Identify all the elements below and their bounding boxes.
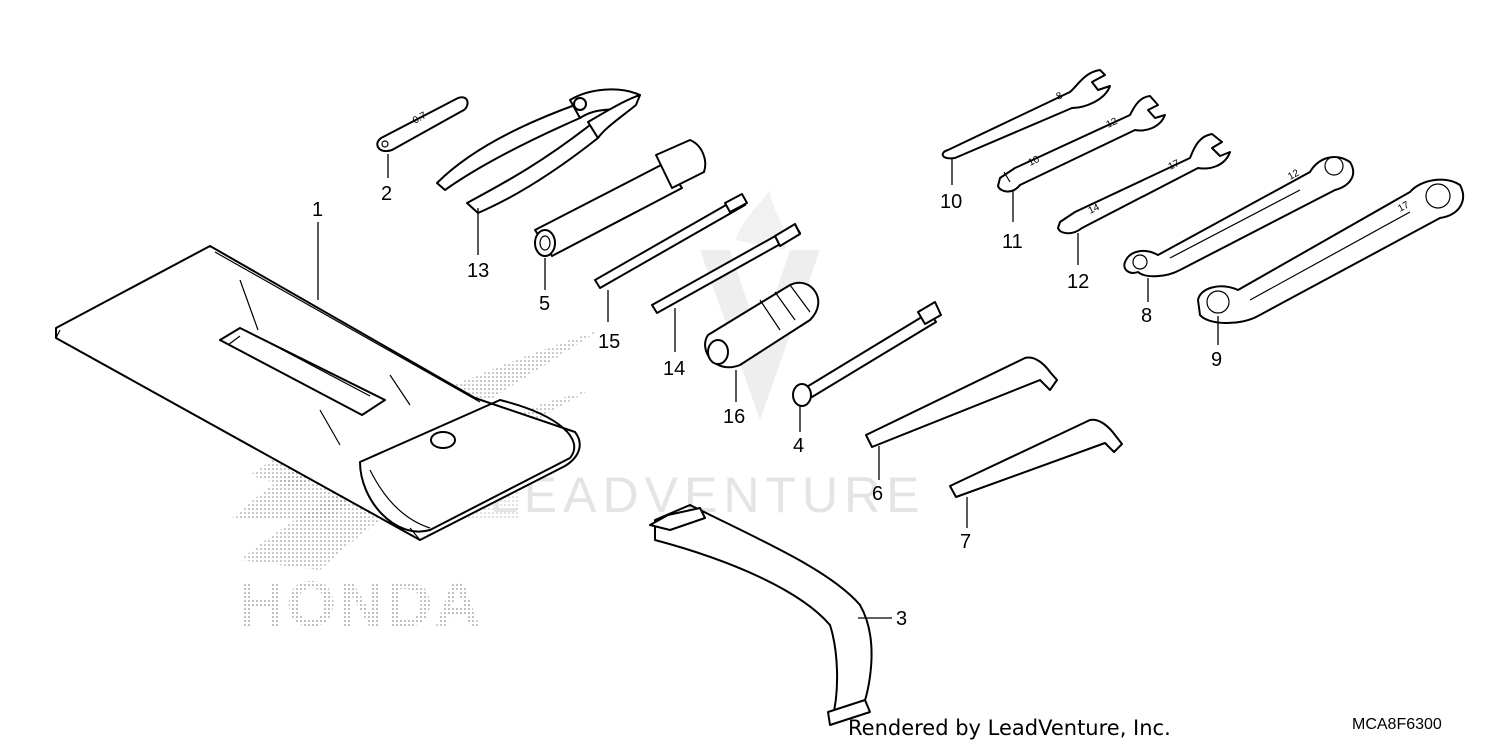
box-wrench — [534, 139, 707, 257]
wrench-12: 14 17 — [1057, 133, 1231, 235]
part-label-9[interactable]: 9 — [1211, 349, 1222, 371]
ring-wrench-8-size-marking: 12 — [1286, 168, 1301, 183]
extension-bar — [792, 301, 942, 407]
part-label-3[interactable]: 3 — [896, 608, 907, 630]
part-label-11[interactable]: 11 — [1002, 231, 1023, 253]
tool-bag — [55, 245, 581, 541]
part-label-15[interactable]: 15 — [598, 331, 620, 353]
wrench-10-size-marking: 8 — [1055, 90, 1065, 103]
hex-key-6 — [865, 356, 1058, 448]
feeler-gauge: 0.7 — [376, 96, 469, 153]
hex-key-7 — [949, 418, 1123, 498]
pliers — [436, 88, 641, 214]
screwdriver-bit-14 — [651, 223, 801, 314]
wrench-12-size-marking-a: 14 — [1087, 202, 1102, 217]
screwdriver-bit-15 — [594, 193, 748, 289]
tool-strap — [649, 504, 873, 726]
wrench-10: 8 — [941, 69, 1111, 160]
part-label-8[interactable]: 8 — [1141, 305, 1152, 327]
wrench-11: 10 12 — [997, 95, 1166, 193]
leadventure-watermark-text: LEADVENTURE — [490, 467, 926, 523]
diagram-code-text: MCA8F6300 — [1352, 716, 1442, 733]
part-label-12[interactable]: 12 — [1067, 271, 1089, 293]
part-label-10[interactable]: 10 — [940, 191, 962, 213]
part-label-6[interactable]: 6 — [872, 483, 883, 505]
render-credit-text: Rendered by LeadVenture, Inc. — [848, 716, 1171, 740]
wrench-11-size-marking-b: 12 — [1105, 116, 1120, 131]
ring-wrench-8: 12 — [1123, 156, 1355, 278]
part-label-7[interactable]: 7 — [960, 531, 971, 553]
part-label-4[interactable]: 4 — [793, 435, 804, 457]
honda-watermark-text: HONDA — [238, 568, 483, 640]
screwdriver-handle — [704, 281, 820, 369]
part-label-1[interactable]: 1 — [312, 199, 323, 221]
part-label-2[interactable]: 2 — [381, 183, 392, 205]
part-label-14[interactable]: 14 — [663, 358, 685, 380]
wrench-12-size-marking-b: 17 — [1167, 158, 1182, 173]
ring-wrench-9-size-marking: 17 — [1396, 200, 1411, 215]
part-label-13[interactable]: 13 — [467, 260, 489, 282]
wrench-11-size-marking-a: 10 — [1027, 154, 1042, 169]
part-label-5[interactable]: 5 — [539, 293, 550, 315]
part-label-16[interactable]: 16 — [723, 406, 745, 428]
ring-wrench-9: 17 — [1197, 178, 1465, 324]
